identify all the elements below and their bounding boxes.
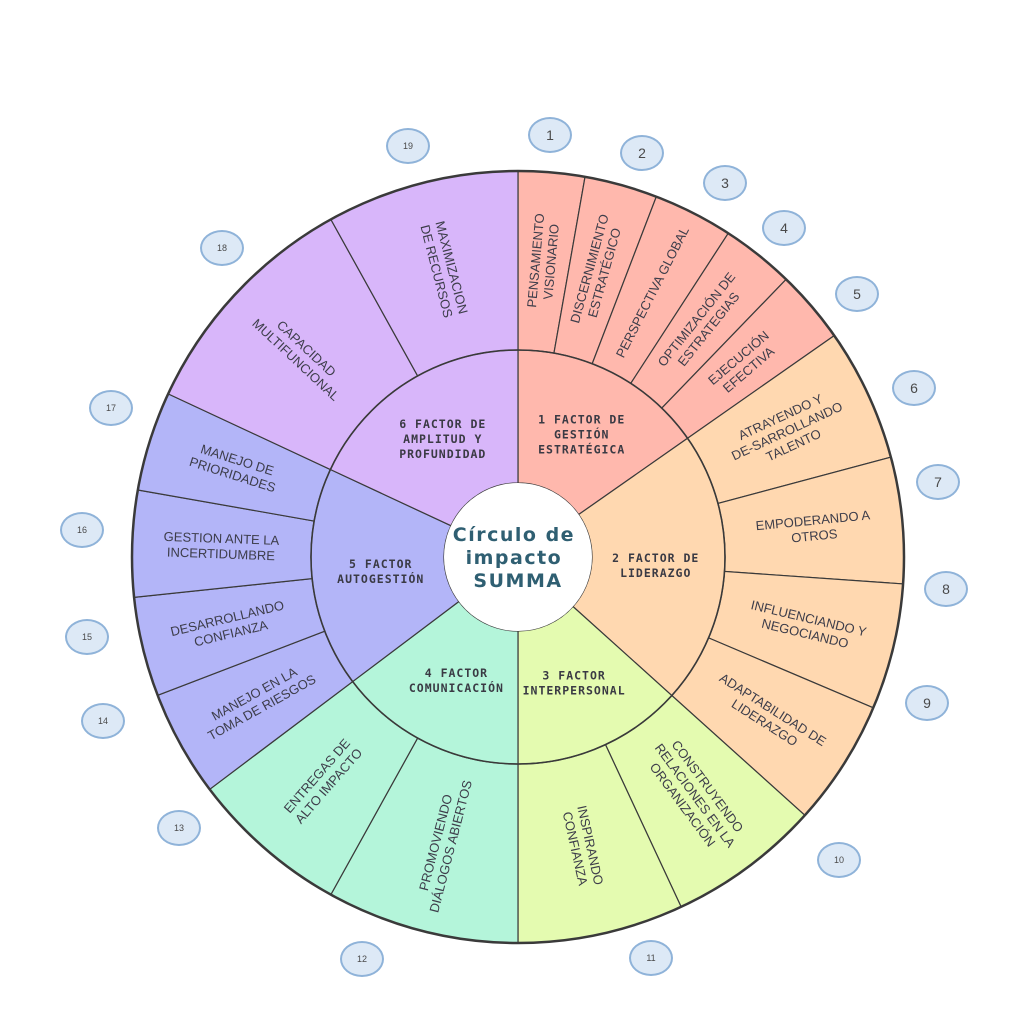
segment-number-bubble-18: 18 — [200, 230, 244, 266]
segment-number-bubble-2: 2 — [620, 135, 664, 171]
segment-number-bubble-10: 10 — [817, 842, 861, 878]
factor-5-label-line: AUTOGESTIÓN — [337, 571, 424, 586]
segment-number-bubble-6: 6 — [892, 370, 936, 406]
factor-1-label-line: 1 FACTOR DE — [538, 413, 625, 427]
factor-4-label-line: 4 FACTOR — [425, 666, 488, 680]
inner-ring — [310, 349, 726, 765]
segment-number-bubble-11: 11 — [629, 940, 673, 976]
segment-number-bubble-13: 13 — [157, 810, 201, 846]
segment-number-bubble-15: 15 — [65, 619, 109, 655]
segment-number-bubble-12: 12 — [340, 941, 384, 977]
segment-number-bubble-9: 9 — [905, 685, 949, 721]
factor-3-label-line: INTERPERSONAL — [523, 684, 626, 698]
factor-1-label-line: ESTRATÉGICA — [538, 442, 625, 457]
segment-number-bubble-5: 5 — [835, 276, 879, 312]
segment-11-label: INSPIRANDOCONFIANZA — [559, 804, 606, 890]
center-disc — [444, 483, 592, 631]
center-title-line-2: impacto — [466, 547, 563, 569]
segment-1-label-line: VISIONARIO — [540, 223, 562, 300]
factor-5-label-line: 5 FACTOR — [349, 557, 412, 571]
factor-6-label-line: PROFUNDIDAD — [399, 447, 486, 461]
segment-number-bubble-7: 7 — [916, 464, 960, 500]
segment-number-bubble-4: 4 — [762, 210, 806, 246]
segment-7-label-line: OTROS — [791, 526, 839, 545]
segment-16-label: GESTION ANTE LAINCERTIDUMBRE — [163, 529, 280, 564]
factor-2-label-line: 2 FACTOR DE — [612, 551, 699, 565]
segment-16-label-line: INCERTIDUMBRE — [167, 544, 276, 563]
segment-number-bubble-16: 16 — [60, 512, 104, 548]
factor-2-label-line: LIDERAZGO — [620, 566, 691, 580]
factor-6-label-line: AMPLITUD Y — [403, 432, 482, 446]
factor-4-label-line: COMUNICACIÓN — [409, 680, 504, 695]
center-title: Círculo de impacto SUMMA — [453, 524, 583, 592]
factor-6-label-line: 6 FACTOR DE — [399, 417, 486, 431]
segment-number-bubble-3: 3 — [703, 165, 747, 201]
segment-number-bubble-8: 8 — [924, 571, 968, 607]
outer-ring — [130, 169, 906, 945]
segment-16-label-line: GESTION ANTE LA — [163, 529, 279, 548]
segment-1-label: PENSAMIENTOVISIONARIO — [524, 213, 563, 310]
segment-number-bubble-17: 17 — [89, 390, 133, 426]
factor-1-label-line: GESTIÓN — [554, 427, 609, 442]
segment-number-bubble-14: 14 — [81, 703, 125, 739]
factor-3-label-line: 3 FACTOR — [542, 669, 605, 683]
segment-number-bubble-19: 19 — [386, 128, 430, 164]
segment-number-bubble-1: 1 — [528, 117, 572, 153]
center-title-line-1: Círculo de — [453, 524, 575, 546]
center-title-line-3: SUMMA — [473, 570, 562, 592]
